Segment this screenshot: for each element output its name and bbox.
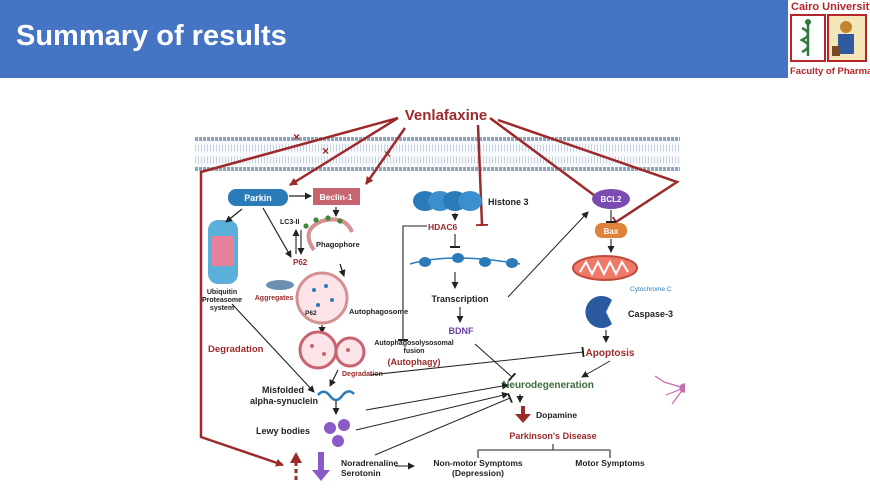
serotonin-increase-arrow [290, 452, 302, 480]
bax-label: Bax [604, 227, 619, 236]
p62-label: P62 [293, 258, 308, 267]
autophagosome-label: Autophagosome [349, 307, 408, 316]
caspase-graphic [585, 295, 612, 328]
faculty-name: Faculty of Pharmacy [790, 66, 870, 77]
beclin-label: Beclin-1 [319, 192, 352, 202]
aggregates-label: Aggregates [255, 295, 294, 302]
drug-arrows [199, 116, 680, 467]
fusion-label: Autophagosolysosomal [374, 340, 453, 347]
misfolded-label: alpha-synuclein [250, 396, 318, 406]
slide-title: Summary of results [16, 20, 287, 52]
lewy-bodies-graphic [324, 419, 350, 447]
histone-graphic [413, 191, 482, 211]
pathway-diagram: Venlafaxine × × × Parkin Beclin-1 Ubiqui… [195, 107, 685, 481]
mitochondria-graphic [572, 255, 638, 281]
autophagosome-graphic [295, 271, 349, 325]
neurodegeneration-label: Neurodegeneration [502, 380, 594, 391]
histone-label: Histone 3 [488, 197, 529, 207]
x-mark: × [322, 144, 329, 158]
university-logo: Cairo University Faculty of Pharmacy [788, 0, 870, 80]
title-bar: Summary of results [0, 0, 870, 78]
bax-node [595, 223, 627, 238]
nonmotor-label: Non-motor Symptoms [433, 458, 523, 468]
lc3-label: LC3-II [280, 219, 300, 226]
neuron-icon [654, 375, 685, 405]
serotonin-label: Serotonin [341, 468, 381, 478]
motor-label: Motor Symptoms [575, 458, 645, 468]
parkinsons-label: Parkinson's Disease [509, 431, 596, 441]
x-mark: × [293, 130, 300, 144]
autophagy-label: (Autophagy) [388, 357, 441, 367]
beclin-node [313, 188, 360, 205]
bcl2-node [592, 189, 630, 209]
alpha-synuclein-graphic [317, 390, 355, 402]
bcl2-label: BCL2 [601, 195, 622, 204]
university-name: Cairo University [791, 1, 870, 13]
apoptosis-label: Apoptosis [586, 348, 635, 359]
acetylated-histone-graphic [409, 253, 521, 268]
logo-emblem [790, 14, 867, 62]
lysosome-fusion-graphic [298, 330, 366, 370]
ups-label: system [210, 305, 234, 312]
drug-label: Venlafaxine [405, 107, 488, 124]
proteasome-graphic [208, 220, 238, 284]
misfolded-label: Misfolded [262, 385, 304, 395]
ups-label: Proteasome [202, 297, 242, 304]
x-mark: × [384, 147, 391, 161]
hdac6-label: HDAC6 [428, 222, 458, 232]
aggregates-graphic [266, 280, 294, 290]
lewy-label: Lewy bodies [256, 426, 310, 436]
transcription-label: Transcription [431, 294, 488, 304]
degradation-left-label: Degradation [208, 344, 264, 355]
parkin-node [228, 189, 288, 206]
cytochrome-label: Cytochrome C [630, 286, 672, 293]
noradrenaline-label: Noradrenaline [341, 458, 398, 468]
caspase-label: Caspase-3 [628, 309, 673, 319]
ups-label: Ubiquitin [207, 289, 237, 296]
fusion-label: fusion [404, 348, 425, 355]
p62-inner-label: P62 [305, 310, 317, 317]
phagophore-label: Phagophore [316, 240, 360, 249]
degradation-small-label: Degradation [342, 371, 383, 378]
dopamine-decrease-arrow [515, 406, 531, 423]
bdnf-label: BDNF [449, 326, 474, 336]
serotonin-decrease-arrow [312, 452, 330, 481]
dopamine-label: Dopamine [536, 410, 577, 420]
phagophore-membrane [306, 217, 354, 252]
parkin-label: Parkin [244, 193, 272, 203]
parkinsons-branch [477, 444, 611, 458]
nonmotor-label: (Depression) [452, 468, 504, 478]
